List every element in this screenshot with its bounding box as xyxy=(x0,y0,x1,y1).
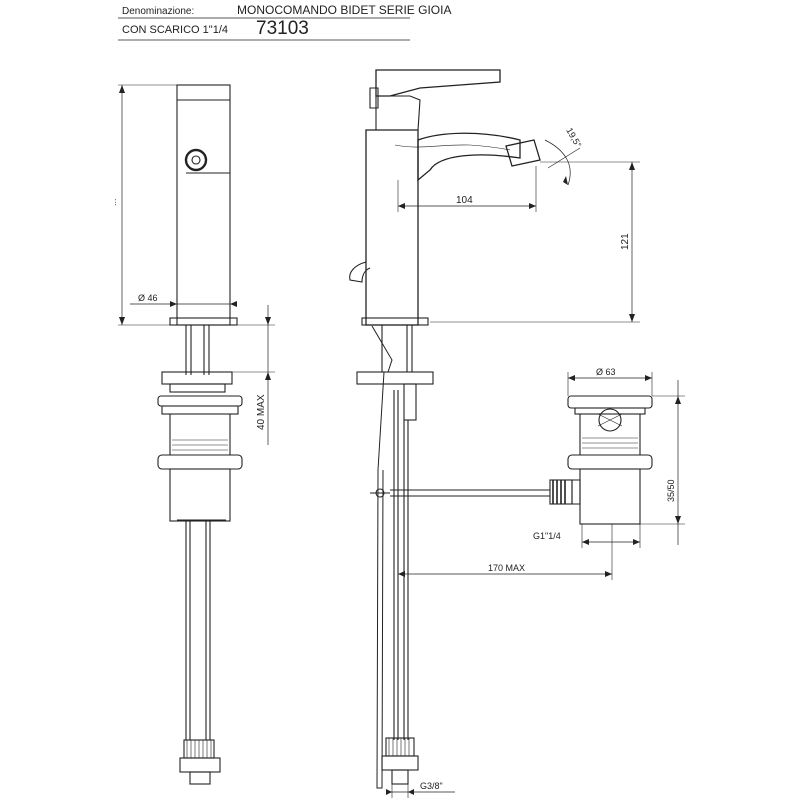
dim-spout-angle: 19,5° xyxy=(564,126,583,150)
product-subtitle: CON SCARICO 1"1/4 xyxy=(122,24,228,36)
dim-deck-max: 40 MAX xyxy=(256,394,267,430)
waste-flange-front xyxy=(157,395,243,407)
dim-side-height: ... xyxy=(108,198,118,206)
label-denominazione: Denominazione: xyxy=(122,6,195,17)
dim-body-diameter: Ø 46 xyxy=(138,293,158,303)
waste-assembly xyxy=(549,395,653,525)
spout xyxy=(417,132,521,182)
front-body xyxy=(176,84,231,326)
pop-up-rod xyxy=(376,371,385,789)
product-code: 73103 xyxy=(256,18,309,39)
dim-rod-reach: 170 MAX xyxy=(488,563,525,573)
dim-spout-height: 121 xyxy=(620,233,631,250)
dim-waste-height: 35/50 xyxy=(666,479,676,502)
lever-handle xyxy=(375,69,501,97)
dim-waste-thread: G1"1/4 xyxy=(533,531,561,541)
product-name: MONOCOMANDO BIDET SERIE GIOIA xyxy=(237,3,452,17)
lever-knob xyxy=(184,148,208,172)
side-body xyxy=(365,129,419,326)
dim-hose-thread: G3/8" xyxy=(420,781,443,791)
dim-waste-diameter: Ø 63 xyxy=(596,367,616,377)
dim-spout-reach: 104 xyxy=(456,195,473,206)
side-view xyxy=(349,69,685,798)
front-view xyxy=(118,84,275,785)
